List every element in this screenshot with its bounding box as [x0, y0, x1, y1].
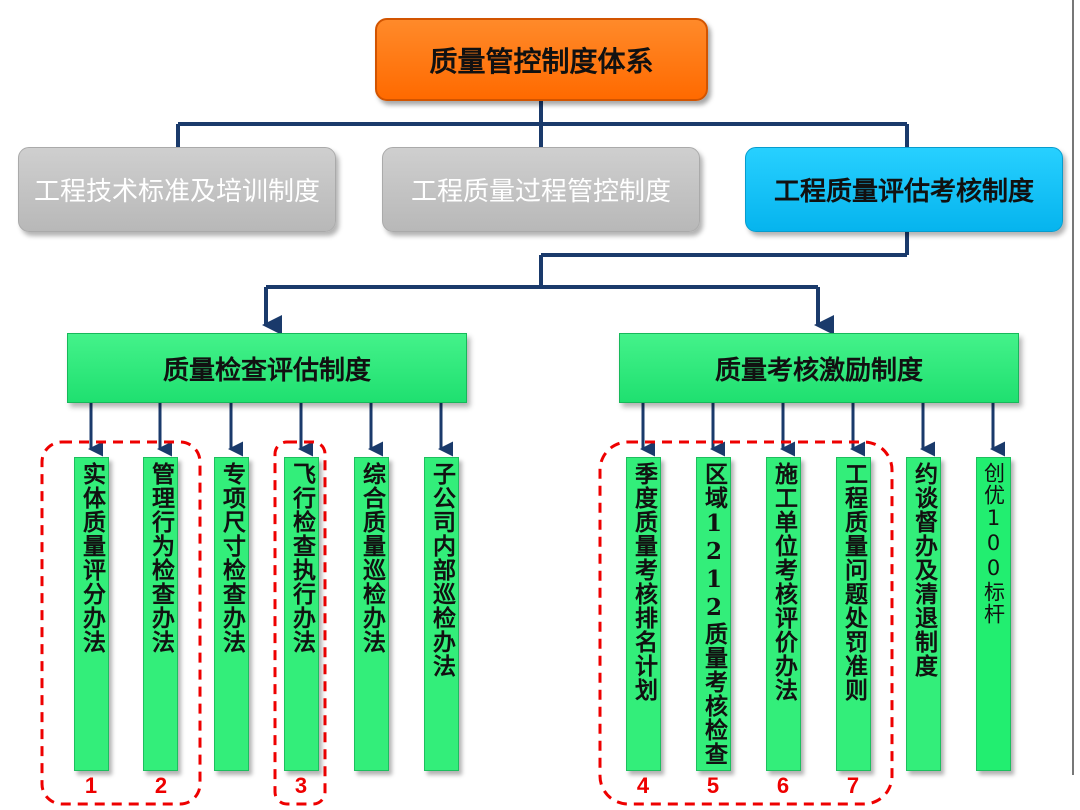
leaf-label: 季度质量考核排名计划 — [630, 462, 658, 702]
leaf-node: 创优100标杆 — [976, 457, 1011, 771]
leaf-label: 约谈督办及清退制度 — [910, 462, 938, 678]
root-node: 质量管控制度体系 — [375, 18, 708, 101]
leaf-node: 飞行检查执行办法 — [284, 457, 319, 771]
highlight-group-4-7 — [598, 440, 894, 806]
highlight-group-3 — [273, 440, 327, 806]
highlight-groups — [40, 440, 894, 806]
side-divider — [1072, 0, 1074, 775]
root-label: 质量管控制度体系 — [429, 44, 654, 78]
marker-number: 6 — [776, 773, 790, 798]
leaf-node: 子公司内部巡检办法 — [424, 457, 459, 771]
leaf-label: 飞行检查执行办法 — [288, 462, 316, 654]
marker-number: 4 — [636, 773, 650, 798]
leaf-node: 季度质量考核排名计划 — [626, 457, 661, 771]
node-quality-assessment: 工程质量评估考核制度 — [745, 147, 1063, 232]
leaf-node: 施工单位考核评价办法 — [766, 457, 801, 771]
leaf-label: 管理行为检查办法 — [147, 462, 175, 654]
node-process-control: 工程质量过程管控制度 — [382, 147, 700, 232]
highlight-group-1-2 — [40, 440, 202, 806]
node-label: 工程质量评估考核制度 — [773, 177, 1034, 207]
marker-number: 5 — [706, 773, 720, 798]
leaf-label: 子公司内部巡检办法 — [428, 462, 456, 678]
node-assessment-incentive: 质量考核激励制度 — [619, 333, 1019, 403]
leaf-label: 区域1212质量考核检查 — [700, 462, 728, 766]
tree-connectors — [176, 101, 909, 335]
marker-number: 3 — [294, 773, 308, 798]
node-label: 质量考核激励制度 — [714, 355, 923, 386]
leaf-label: 综合质量巡检办法 — [358, 462, 386, 654]
leaf-node: 工程质量问题处罚准则 — [836, 457, 871, 771]
leaf-label: 专项尺寸检查办法 — [218, 462, 246, 654]
leaf-node: 专项尺寸检查办法 — [214, 457, 249, 771]
leaf-label: 创优100标杆 — [981, 462, 1006, 625]
leaf-label: 施工单位考核评价办法 — [770, 462, 798, 702]
marker-number: 7 — [846, 773, 860, 798]
marker-number: 1 — [84, 773, 98, 798]
marker-number: 2 — [154, 773, 168, 798]
node-label: 质量检查评估制度 — [162, 355, 371, 386]
leaf-node: 管理行为检查办法 — [143, 457, 178, 771]
node-technical-standards: 工程技术标准及培训制度 — [18, 147, 336, 232]
leaf-node: 约谈督办及清退制度 — [906, 457, 941, 771]
node-label: 工程质量过程管控制度 — [410, 177, 671, 207]
leaf-label: 实体质量评分办法 — [78, 462, 106, 654]
leaf-node: 综合质量巡检办法 — [354, 457, 389, 771]
node-label: 工程技术标准及培训制度 — [33, 177, 320, 207]
leaf-connectors — [88, 403, 1005, 457]
leaf-node: 实体质量评分办法 — [74, 457, 109, 771]
node-inspection-evaluation: 质量检查评估制度 — [67, 333, 467, 403]
leaf-node: 区域1212质量考核检查 — [696, 457, 731, 771]
leaf-label: 工程质量问题处罚准则 — [840, 462, 868, 702]
